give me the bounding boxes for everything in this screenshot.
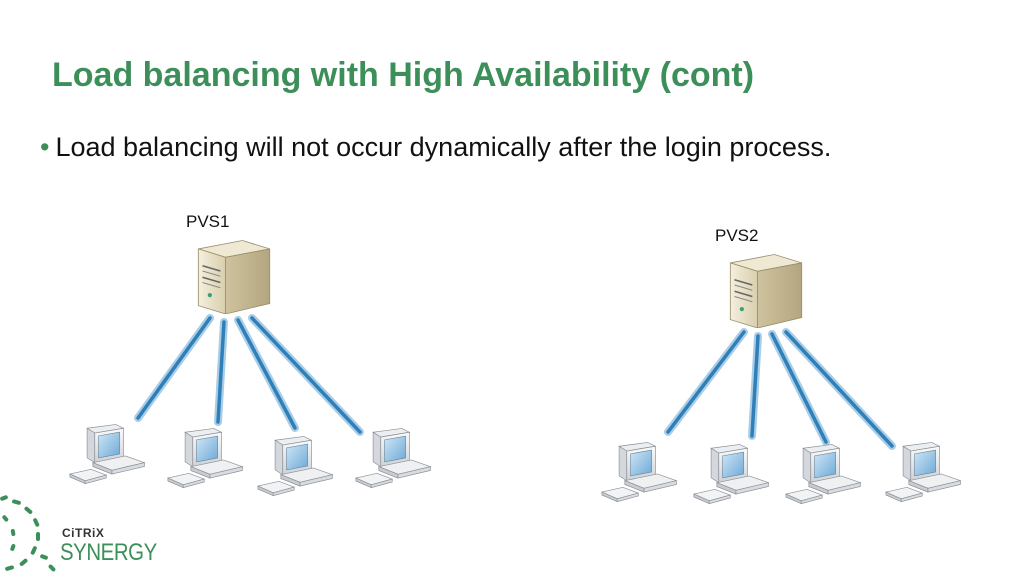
client-computer-icon [257,436,333,497]
slide-title: Load balancing with High Availability (c… [52,56,755,94]
connection-line [748,332,762,440]
client-computer-icon [885,442,961,503]
pvs1-connections [134,314,364,436]
client-computer-icon [69,424,145,485]
connection-line [134,314,214,422]
synergy-logo: SYNERGY [60,539,157,566]
connection-line [768,330,830,446]
connection-line [664,328,748,436]
synergy-swirl-icon [0,495,56,572]
client-computer-icon [601,442,677,503]
connection-line [782,328,896,450]
bullet-item: •Load balancing will not occur dynamical… [40,132,831,163]
citrix-logo: CiTRiX [62,526,105,540]
connection-line [234,316,299,432]
bullet-text: Load balancing will not occur dynamicall… [55,132,832,162]
client-computer-icon [355,428,431,489]
client-computer-icon [785,444,861,505]
bullet-dot-icon: • [40,132,50,162]
server-label-pvs1: PVS1 [186,212,230,231]
client-computer-icon [167,428,243,489]
connection-line [248,314,364,436]
connection-line [214,318,228,426]
server-label-pvs2: PVS2 [715,226,759,245]
pvs2-connections [664,328,896,450]
client-computer-icon [693,444,769,505]
server-pvs2-icon [729,253,803,328]
server-pvs1-icon [197,239,271,314]
